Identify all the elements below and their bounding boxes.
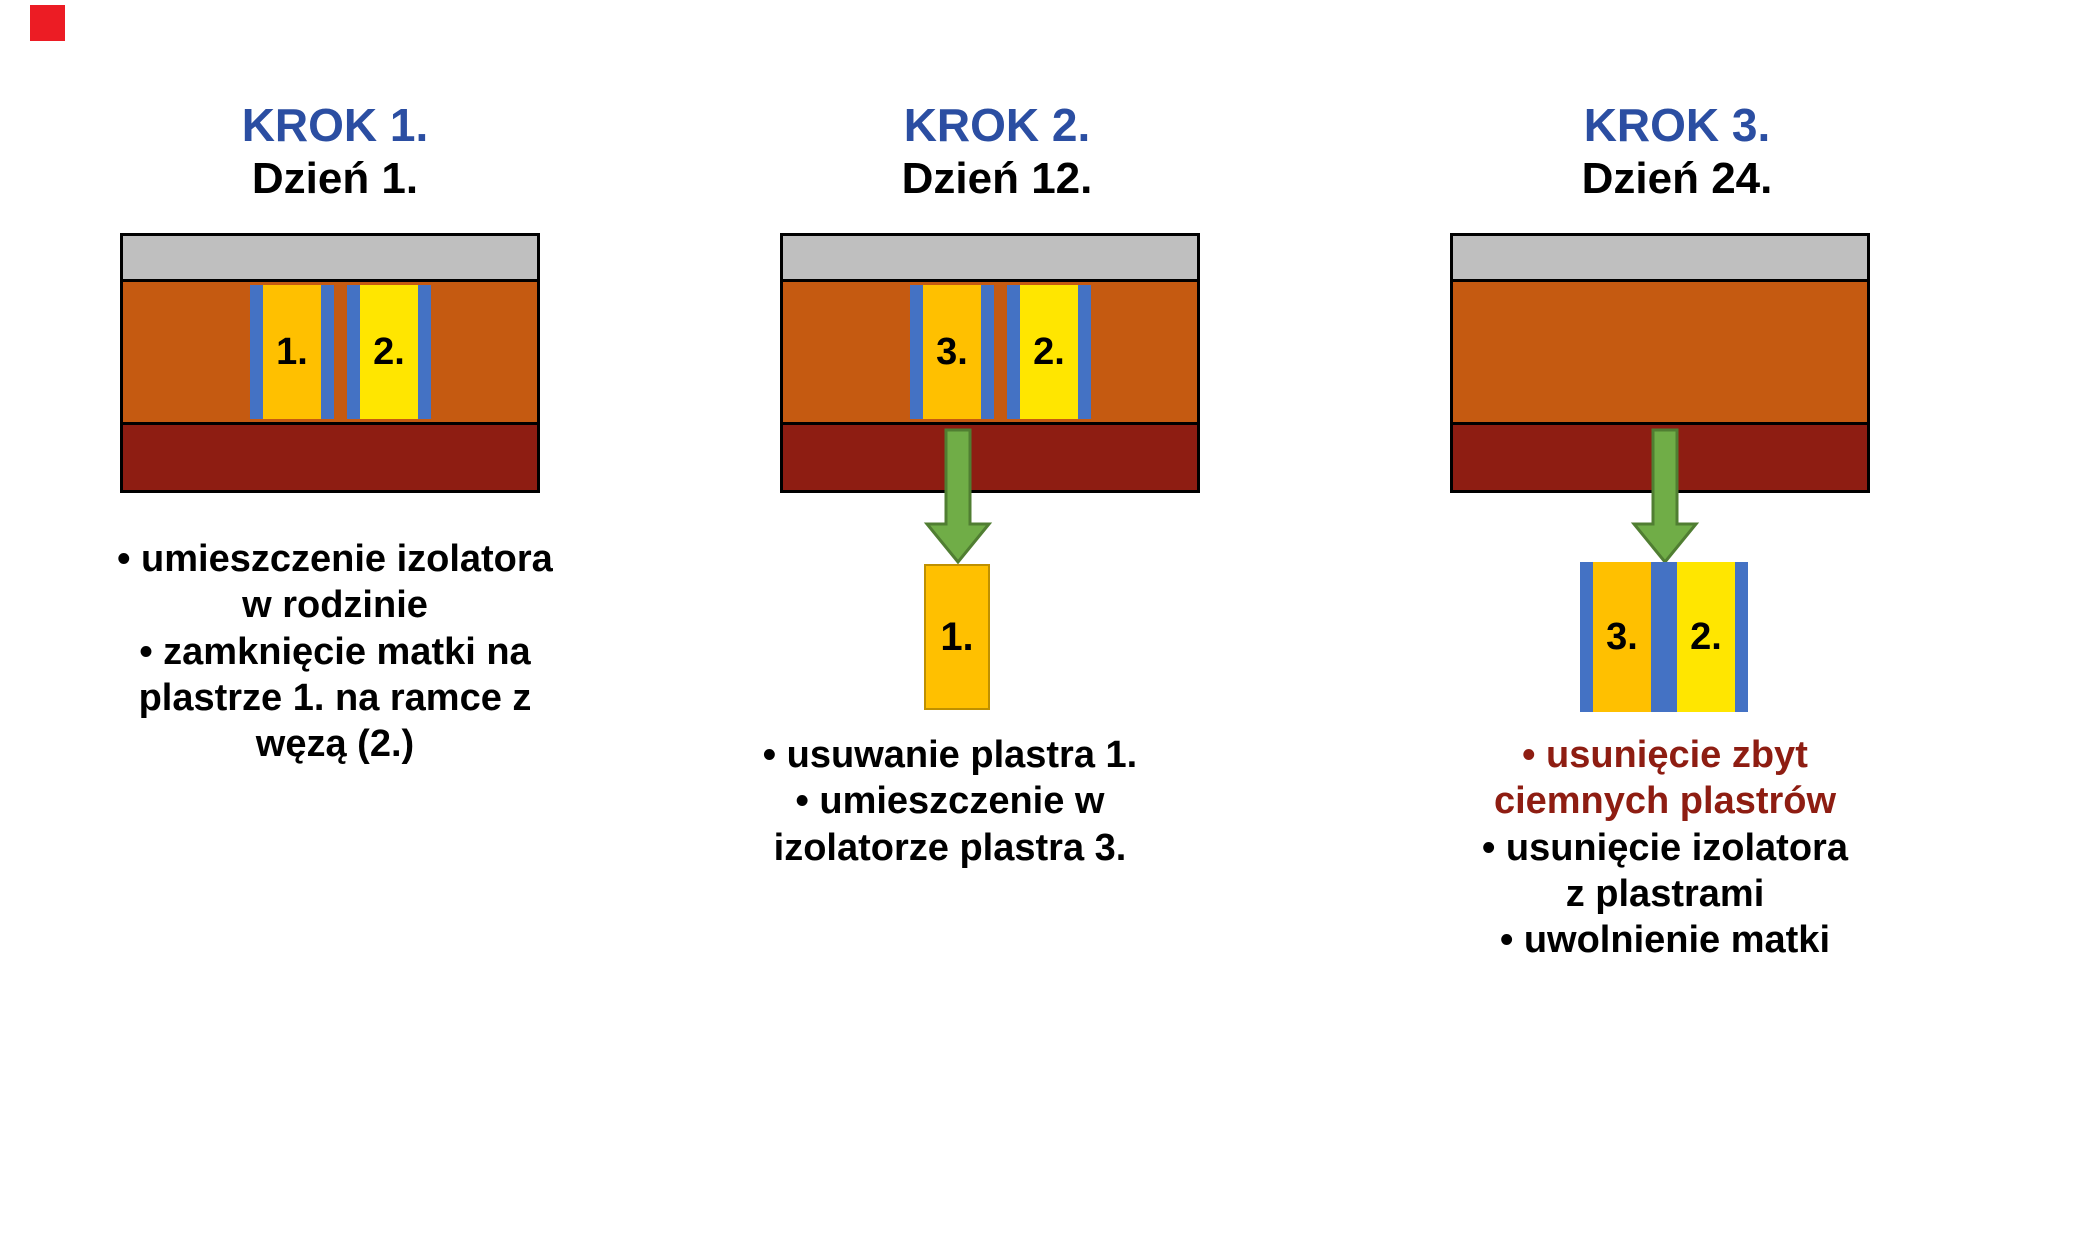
comb-frame-2: 2. [347,285,431,419]
hive-bottom [123,422,537,490]
hive-box-step2: 3. 2. [780,233,1200,493]
isolator-frame-3-label: 3. [1593,562,1651,712]
note-line-emphasis: • usunięcie zbyt [1522,734,1808,776]
extracted-frame: 1. [924,564,990,710]
step-3-notes: • usunięcie zbyt ciemnych plastrów • usu… [1415,732,1915,964]
comb-frame-1: 1. [250,285,334,419]
comb-frame-2b-label: 2. [1020,285,1078,419]
hive-lid [1453,236,1867,282]
frame-edge [250,285,263,419]
comb-frame-3: 3. [910,285,994,419]
step-3-day: Dzień 24. [1581,153,1773,203]
hive-lid [783,236,1197,282]
hive-bottom [783,422,1197,490]
note-line: izolatorze plastra 3. [773,826,1127,869]
hive-lid [123,236,537,282]
step-1-title: KROK 1. [241,99,429,151]
step-1-header: KROK 1. Dzień 1. [110,100,560,206]
frame-edge [418,285,431,419]
note-line: węzą (2.) [255,723,415,766]
comb-frame-2-label: 2. [360,285,418,419]
step-1-notes: • umieszczenie izolatora w rodzinie • za… [75,536,595,768]
comb-frame-1-label: 1. [263,285,321,419]
frame-edge [1007,285,1020,419]
step-2-day: Dzień 12. [901,153,1093,203]
frame-edge [1078,285,1091,419]
note-line: z plastrami [1565,873,1765,916]
note-line: w rodzinie [242,584,428,627]
note-line: • usunięcie izolatora [1482,826,1848,869]
step-2-title: KROK 2. [903,99,1091,151]
comb-frame-3-label: 3. [923,285,981,419]
isolator-frame-2: 2. [1664,562,1748,712]
frame-edge [910,285,923,419]
frame-edge [981,285,994,419]
note-line: • usuwanie plastra 1. [762,734,1138,776]
isolator-with-frames: 3. 2. [1580,562,1748,712]
down-arrow-icon [1630,428,1700,564]
frame-edge [347,285,360,419]
red-corner-marker [30,5,65,41]
step-2-header: KROK 2. Dzień 12. [772,100,1222,206]
extracted-frame-label: 1. [940,614,974,659]
note-line: • uwolnienie matki [1499,919,1831,962]
isolator-frame-2-label: 2. [1677,562,1735,712]
frame-edge [1580,562,1593,712]
step-2-notes: • usuwanie plastra 1. • umieszczenie w i… [690,732,1210,871]
comb-frame-2b: 2. [1007,285,1091,419]
hive-box-step1: 1. 2. [120,233,540,493]
frame-edge [1735,562,1748,712]
note-line: • zamknięcie matki na [139,630,531,673]
note-line-emphasis: ciemnych plastrów [1493,780,1837,823]
step-1-day: Dzień 1. [251,153,419,203]
step-3-header: KROK 3. Dzień 24. [1452,100,1902,206]
down-arrow-icon [923,428,993,564]
note-line: plastrze 1. na ramce z [138,677,532,720]
frame-edge [1651,562,1664,712]
frame-edge [321,285,334,419]
note-line: • umieszczenie izolatora [117,538,553,580]
note-line: • umieszczenie w [795,780,1105,823]
step-3-title: KROK 3. [1583,99,1771,151]
isolator-frame-3: 3. [1580,562,1664,712]
frame-edge [1664,562,1677,712]
